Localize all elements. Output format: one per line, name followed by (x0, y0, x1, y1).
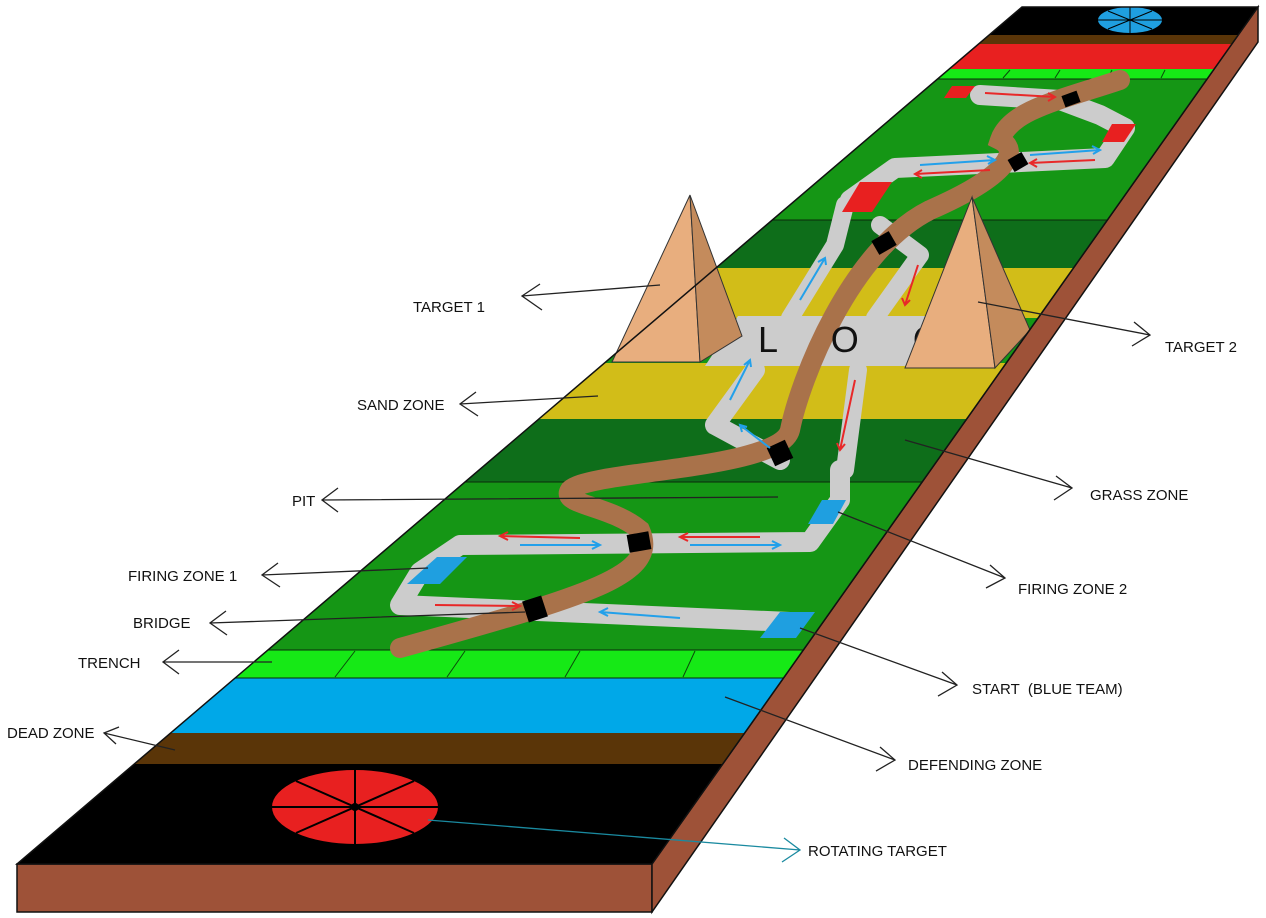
start-zone (760, 612, 815, 638)
red-firing-zone-1 (842, 182, 892, 212)
red-arrow (836, 379, 856, 452)
bridges (522, 90, 1081, 623)
far-trench (17, 69, 1258, 79)
bridge-2 (626, 531, 652, 553)
red-arrow (1027, 158, 1096, 168)
red-firing-zone-2 (1102, 124, 1136, 142)
target-1-pyramid (611, 194, 743, 363)
blue-arrow (919, 155, 998, 166)
sand-zone-band (17, 363, 1258, 419)
sand-zone-label: SAND ZONE (357, 397, 445, 414)
start-label: START (BLUE TEAM) (972, 681, 1123, 698)
bridge-4 (871, 231, 897, 255)
bridge-1 (522, 595, 548, 623)
board-outline (14, 6, 1260, 865)
loc-label: L O C (758, 319, 961, 360)
trench-tiles (334, 69, 1166, 678)
rotating-target-label: ROTATING TARGET (808, 843, 947, 860)
blue-arrow (597, 607, 681, 619)
red-arrow (497, 531, 581, 541)
blue-arrow (690, 540, 783, 550)
board-front-face (16, 863, 653, 913)
trench-label: TRENCH (78, 655, 141, 672)
target-2-label: TARGET 2 (1165, 339, 1237, 356)
bridge-3 (766, 439, 794, 467)
blue-arrow (799, 256, 827, 301)
direction-arrows (434, 92, 1103, 619)
far-grass-dark-band (17, 220, 1258, 268)
red-arrow (434, 601, 523, 611)
trench-zone (17, 650, 1258, 678)
blue-arrow (520, 540, 603, 550)
red-arrow (984, 92, 1058, 102)
bridge-5 (1007, 151, 1029, 173)
firing-zone-2-label: FIRING ZONE 2 (1018, 581, 1127, 598)
red-arrow (677, 532, 760, 542)
dead-zone (17, 733, 1258, 764)
far-end-zone (17, 7, 1258, 35)
far-dead-zone (17, 35, 1258, 44)
firing-zone-2 (808, 500, 846, 524)
bridge-6 (1061, 90, 1081, 108)
red-arrow (901, 264, 919, 307)
pit-label: PIT (292, 493, 315, 510)
firing-zone-1 (407, 557, 467, 584)
grass-zone-label: GRASS ZONE (1090, 487, 1188, 504)
defending-zone-label: DEFENDING ZONE (908, 757, 1042, 774)
upper-left-branch (781, 196, 854, 327)
lower-right-branch (836, 361, 867, 479)
leader-lines (102, 283, 1152, 863)
far-defending-zone (17, 44, 1258, 69)
target-2-pyramid (904, 195, 1031, 370)
red-arrow (912, 169, 991, 179)
red-start-zone (944, 86, 975, 98)
rotating-target-zone (17, 764, 1258, 864)
bridge-label: BRIDGE (133, 615, 191, 632)
dead-zone-label: DEAD ZONE (7, 725, 95, 742)
blue-arrow (1029, 145, 1103, 156)
blue-arrow (738, 423, 771, 449)
target-1-label: TARGET 1 (413, 299, 485, 316)
blue-arrow (729, 358, 752, 401)
firing-zone-1-label: FIRING ZONE 1 (128, 568, 237, 585)
rotating-target-red (272, 770, 438, 844)
rotating-target-blue (1098, 7, 1162, 33)
